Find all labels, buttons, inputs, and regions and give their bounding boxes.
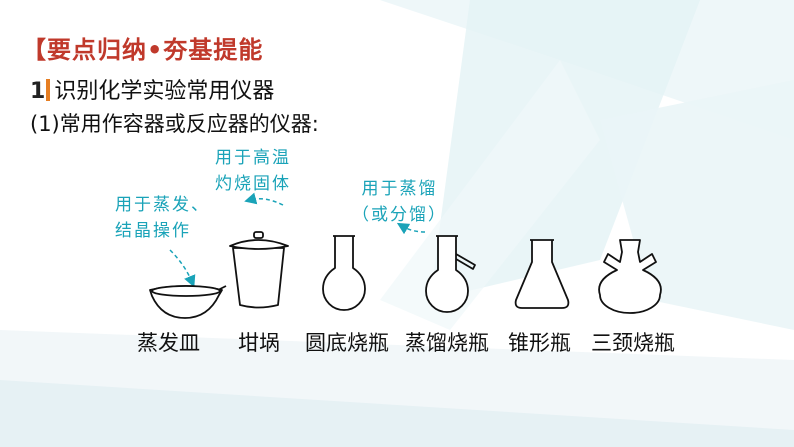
label-distillation-flask: 蒸馏烧瓶 — [405, 331, 489, 355]
annotation-line: 用于蒸馏 — [361, 179, 438, 199]
point-number: 1 — [30, 79, 46, 104]
annotation-distillation-flask: 用于蒸馏 （或分馏） — [352, 176, 447, 228]
arrow-evaporating-dish — [169, 249, 196, 288]
subtitle: (1)常用作容器或反应器的仪器: — [30, 112, 319, 136]
three-neck-flask-icon — [598, 239, 662, 314]
evaporating-dish-icon — [149, 285, 227, 319]
conical-flask-icon — [514, 239, 570, 309]
annotation-line: 灼烧固体 — [215, 174, 291, 194]
annotation-crucible: 用于高温 灼烧固体 — [215, 145, 291, 197]
label-evaporating-dish: 蒸发皿 — [137, 331, 200, 355]
crucible-icon — [229, 231, 289, 309]
label-crucible: 坩埚 — [238, 331, 280, 355]
annotation-line: 用于蒸发、 — [115, 195, 210, 215]
annotation-line: （或分馏） — [352, 205, 447, 225]
arrow-crucible — [244, 192, 284, 206]
arrow-distillation-flask — [396, 222, 426, 235]
point-title: 1 识别化学实验常用仪器 — [30, 73, 274, 105]
round-bottom-flask-icon — [322, 235, 366, 311]
accent-bar — [46, 79, 51, 101]
distillation-flask-icon — [425, 235, 476, 313]
label-three-neck-flask: 三颈烧瓶 — [591, 331, 675, 355]
label-round-bottom-flask: 圆底烧瓶 — [305, 331, 389, 355]
section-header: 【要点归纳•夯基提能 — [22, 36, 264, 64]
annotation-line: 用于高温 — [215, 148, 291, 168]
annotation-line: 结晶操作 — [115, 221, 191, 241]
point-title-text: 识别化学实验常用仪器 — [54, 79, 275, 104]
label-conical-flask: 锥形瓶 — [508, 331, 571, 355]
annotation-evaporating-dish: 用于蒸发、 结晶操作 — [115, 192, 210, 244]
